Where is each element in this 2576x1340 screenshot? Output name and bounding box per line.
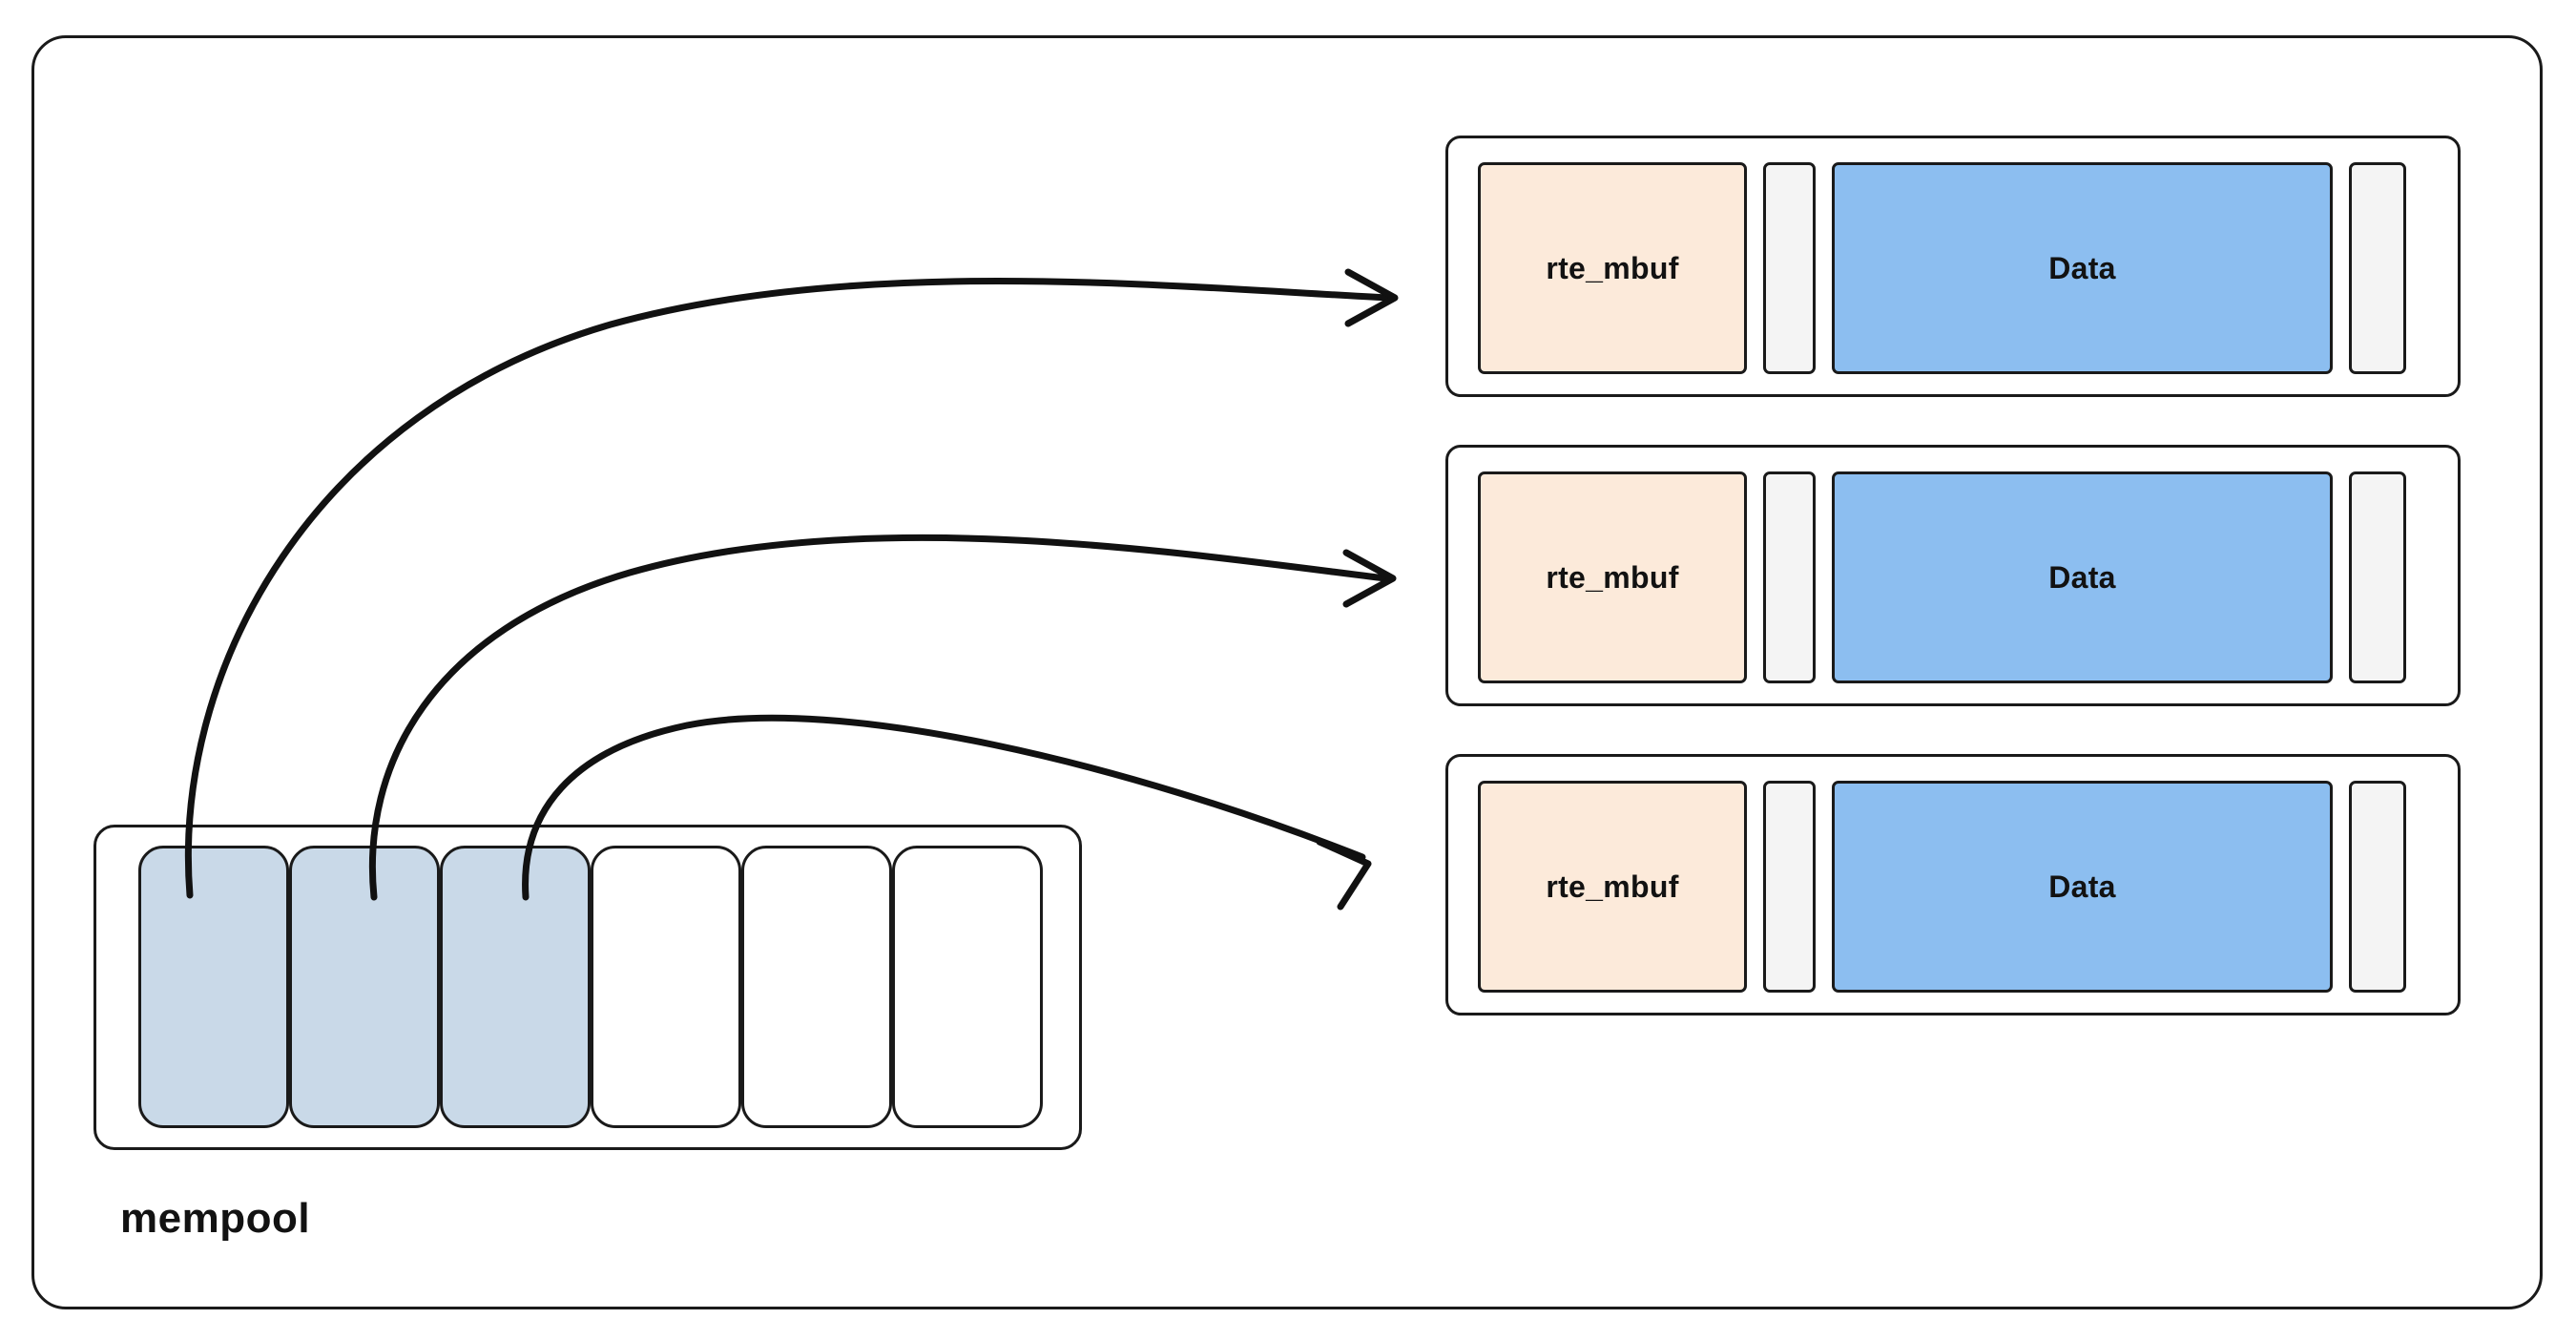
mbuf-row-2-cells: rte_mbuf Data bbox=[1478, 471, 2406, 683]
mbuf-headroom-cell-1 bbox=[1763, 162, 1816, 374]
mempool-slot-4[interactable] bbox=[591, 846, 741, 1128]
mempool-slot-2[interactable] bbox=[289, 846, 440, 1128]
mbuf-tailroom-cell-2 bbox=[2349, 471, 2406, 683]
mbuf-headroom-cell-3 bbox=[1763, 781, 1816, 993]
mbuf-tailroom-cell-3 bbox=[2349, 781, 2406, 993]
mbuf-header-cell-3: rte_mbuf bbox=[1478, 781, 1747, 993]
mbuf-row-1: rte_mbuf Data bbox=[1445, 136, 2461, 397]
mbuf-row-3: rte_mbuf Data bbox=[1445, 754, 2461, 1015]
mbuf-headroom-cell-2 bbox=[1763, 471, 1816, 683]
mbuf-tailroom-cell-1 bbox=[2349, 162, 2406, 374]
mempool-slot-3[interactable] bbox=[440, 846, 591, 1128]
mempool-slot-6[interactable] bbox=[892, 846, 1043, 1128]
mbuf-row-3-cells: rte_mbuf Data bbox=[1478, 781, 2406, 993]
mbuf-data-cell-1: Data bbox=[1832, 162, 2333, 374]
mempool-label: mempool bbox=[120, 1195, 311, 1242]
mempool-slot-1[interactable] bbox=[138, 846, 289, 1128]
mbuf-header-cell-2: rte_mbuf bbox=[1478, 471, 1747, 683]
mbuf-data-cell-3: Data bbox=[1832, 781, 2333, 993]
mempool-container bbox=[93, 825, 1082, 1150]
mbuf-row-2: rte_mbuf Data bbox=[1445, 445, 2461, 706]
mempool-slot-list bbox=[138, 846, 1043, 1128]
mbuf-header-cell-1: rte_mbuf bbox=[1478, 162, 1747, 374]
mbuf-data-cell-2: Data bbox=[1832, 471, 2333, 683]
mbuf-row-1-cells: rte_mbuf Data bbox=[1478, 162, 2406, 374]
mempool-slot-5[interactable] bbox=[741, 846, 892, 1128]
